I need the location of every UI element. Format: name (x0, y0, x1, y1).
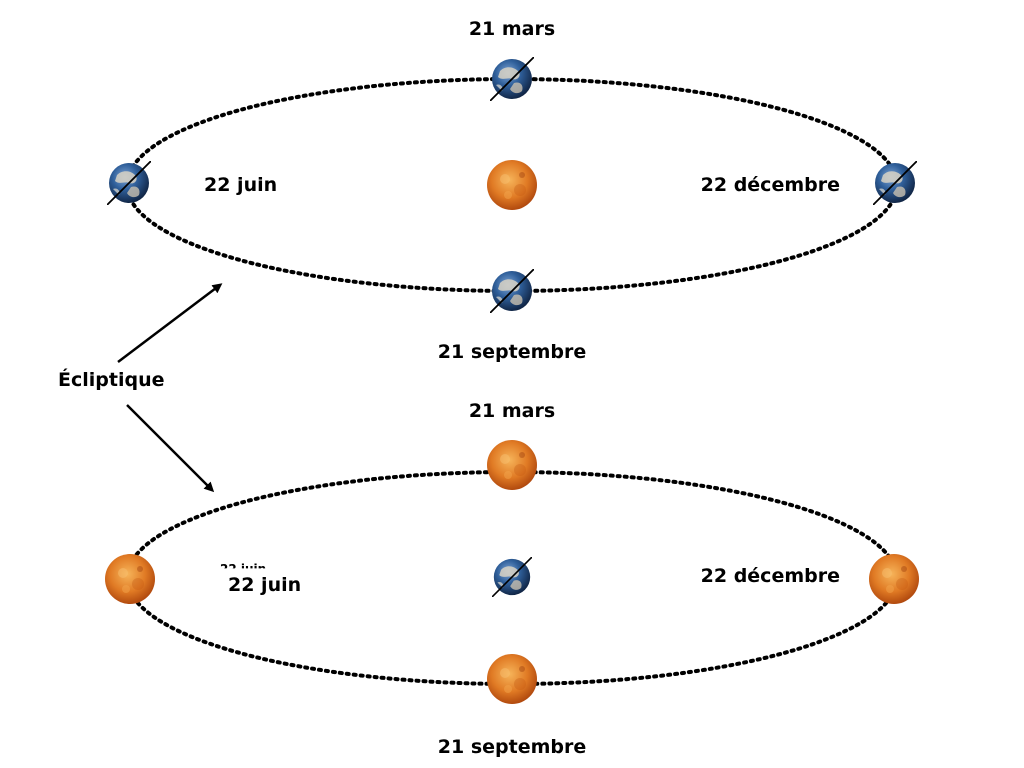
top-orbit-label-march: 21 mars (468, 18, 556, 40)
bottom-orbit-label-june-shadow: 22 juin (220, 562, 267, 576)
earth-icon (490, 269, 534, 313)
ecliptic-arrow-bottom (126, 404, 215, 493)
ecliptic-label: Écliptique (58, 369, 165, 391)
earth-icon (873, 161, 917, 205)
bottom-orbit-label-september: 21 septembre (437, 736, 587, 758)
earth-icon (490, 57, 534, 101)
top-orbit-label-september: 21 septembre (437, 341, 587, 363)
sun-icon (105, 554, 155, 604)
sun-icon (487, 654, 537, 704)
geocentric-diagram (105, 440, 919, 704)
heliocentric-diagram (107, 57, 917, 313)
earth-icon (492, 557, 532, 597)
bottom-orbit-label-december: 22 décembre (700, 565, 840, 587)
top-orbit-label-june: 22 juin (204, 174, 278, 196)
sun-icon (869, 554, 919, 604)
ecliptic-arrow-top (117, 283, 223, 363)
top-orbit-label-december: 22 décembre (700, 174, 840, 196)
sun-icon (487, 440, 537, 490)
earth-icon (107, 161, 151, 205)
bottom-orbit-label-march: 21 mars (468, 400, 556, 422)
bottom-orbit-label-june: 22 juin (228, 574, 302, 596)
sun-icon (487, 160, 537, 210)
